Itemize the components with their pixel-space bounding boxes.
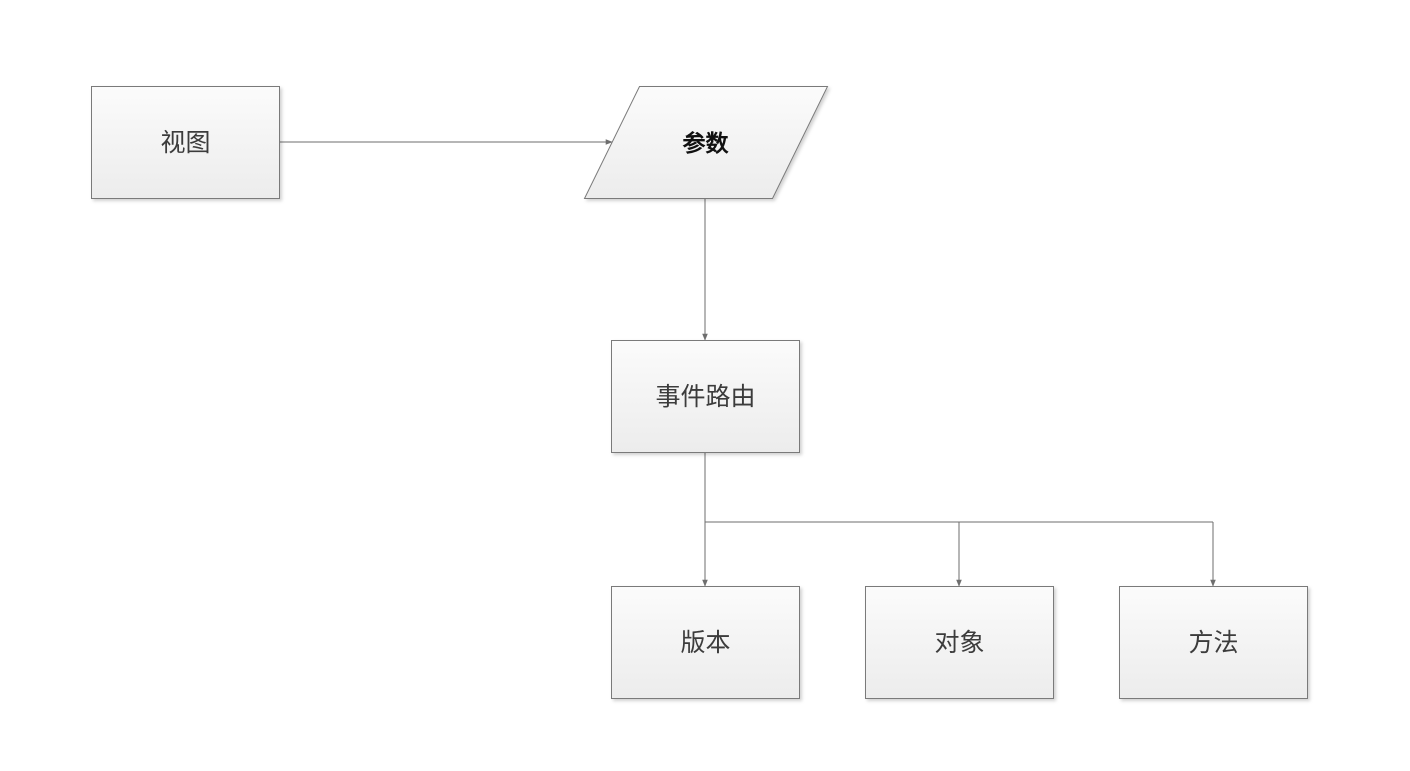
node-version[interactable]: 版本 [611,586,800,699]
node-method-shape [1119,586,1308,699]
edges [280,139,1216,587]
node-object[interactable]: 对象 [865,586,1054,699]
node-version-shape [611,586,800,699]
node-method[interactable]: 方法 [1119,586,1308,699]
node-event-router-label: 事件路由 [655,382,755,411]
node-params-label: 参数 [683,130,730,157]
node-object-shape [865,586,1054,699]
node-params[interactable]: 参数 [583,86,829,199]
node-view-label: 视图 [160,128,210,157]
node-event-router[interactable]: 事件路由 [611,340,800,453]
node-view[interactable]: 视图 [91,86,280,199]
node-event-router-shape [611,340,800,453]
node-view-shape [91,86,280,199]
node-object-label: 对象 [934,628,984,657]
node-version-label: 版本 [680,628,730,657]
node-params-shape [583,86,829,199]
node-method-label: 方法 [1188,628,1238,657]
